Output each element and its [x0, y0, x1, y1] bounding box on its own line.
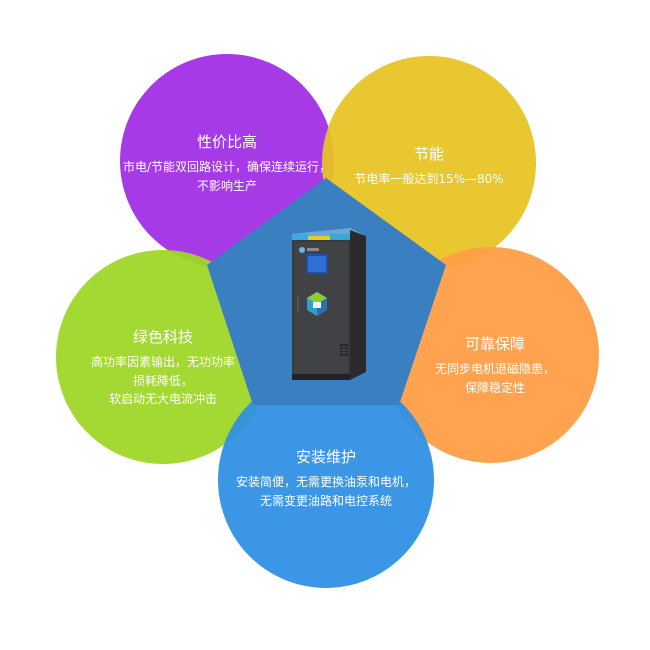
feature-label-installation: 安装维护 安装简便，无需更换油泵和电机， 无需变更油路和电控系统 [228, 446, 424, 510]
feature-text-line: 保障稳定性 [464, 380, 525, 395]
feature-label-energy: 节能 节电率一般达到15%—80% [336, 143, 522, 189]
feature-label-reliability: 可靠保障 无同步电机退磁隐患， 保障稳定性 [420, 333, 570, 397]
feature-text-line: 节电率一般达到15%—80% [354, 172, 504, 187]
feature-text-line: 损耗降低， [132, 373, 193, 388]
feature-text-line: 无同步电机退磁隐患， [434, 362, 555, 377]
feature-title: 可靠保障 [464, 335, 525, 353]
feature-title: 节能 [413, 145, 444, 163]
feature-text-line: 高功率因素输出，无功功率 [90, 355, 235, 370]
feature-text-line: 软启动无大电流冲击 [108, 392, 217, 407]
feature-circle-installation [218, 372, 434, 588]
feature-title: 绿色科技 [132, 328, 193, 346]
control-cabinet-icon [292, 226, 366, 382]
feature-label-cost: 性价比高 市电/节能双回路设计，确保连续运行， 不影响生产 [120, 131, 334, 195]
feature-text-line: 市电/节能双回路设计，确保连续运行， [122, 160, 332, 175]
feature-label-green-tech: 绿色科技 高功率因素输出，无功功率 损耗降低， 软启动无大电流冲击 [66, 326, 260, 409]
feature-title: 安装维护 [295, 448, 356, 466]
feature-text-line: 不影响生产 [196, 178, 257, 193]
feature-text-line: 无需变更油路和电控系统 [259, 493, 392, 508]
feature-text-line: 安装简便，无需更换油泵和电机， [235, 475, 416, 490]
feature-title: 性价比高 [196, 133, 257, 151]
